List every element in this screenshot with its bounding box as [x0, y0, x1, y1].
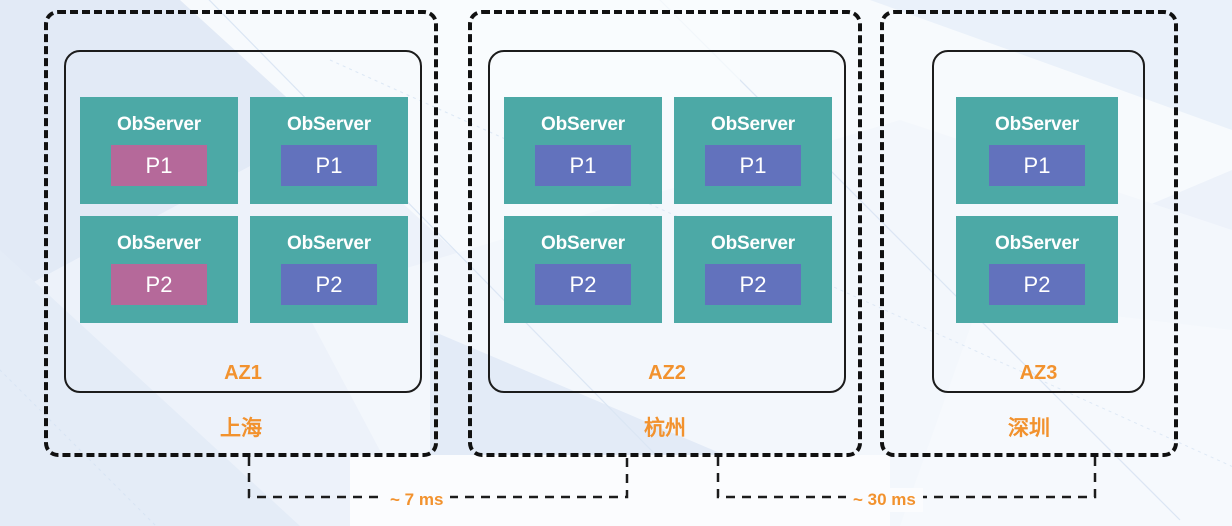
- partition-block[interactable]: P2: [535, 264, 631, 305]
- latency-label-az2-az3: ~ 30 ms: [846, 488, 923, 512]
- observer-node[interactable]: ObServer P2: [80, 216, 238, 323]
- city-label-az3: 深圳: [1008, 417, 1050, 440]
- az-box-az2: [488, 50, 846, 393]
- city-label-az1: 上海: [220, 417, 262, 440]
- observer-node[interactable]: ObServer P1: [504, 97, 662, 204]
- observer-title: ObServer: [287, 114, 371, 135]
- observer-node[interactable]: ObServer P1: [956, 97, 1118, 204]
- partition-block[interactable]: P2: [705, 264, 801, 305]
- region-az1: [44, 10, 438, 457]
- partition-block[interactable]: P1: [705, 145, 801, 186]
- observer-node[interactable]: ObServer P1: [674, 97, 832, 204]
- observer-grid-az2: ObServer P1 ObServer P1 ObServer P2 ObSe…: [504, 97, 832, 323]
- observer-node[interactable]: ObServer P1: [250, 97, 408, 204]
- latency-label-az1-az2: ~ 7 ms: [383, 488, 451, 512]
- az-label-az2: AZ2: [648, 362, 686, 384]
- observer-node[interactable]: ObServer P2: [674, 216, 832, 323]
- partition-block[interactable]: P1: [281, 145, 377, 186]
- observer-title: ObServer: [995, 114, 1079, 135]
- observer-node[interactable]: ObServer P2: [956, 216, 1118, 323]
- observer-grid-az1: ObServer P1 ObServer P1 ObServer P2 ObSe…: [80, 97, 408, 323]
- observer-node[interactable]: ObServer P1: [80, 97, 238, 204]
- observer-title: ObServer: [711, 114, 795, 135]
- observer-node[interactable]: ObServer P2: [250, 216, 408, 323]
- partition-block[interactable]: P1: [111, 145, 207, 186]
- observer-title: ObServer: [995, 233, 1079, 254]
- partition-block[interactable]: P1: [535, 145, 631, 186]
- observer-grid-az3: ObServer P1 ObServer P2: [956, 97, 1118, 323]
- observer-title: ObServer: [117, 233, 201, 254]
- az-label-az1: AZ1: [224, 362, 262, 384]
- partition-block[interactable]: P2: [111, 264, 207, 305]
- observer-title: ObServer: [711, 233, 795, 254]
- observer-title: ObServer: [541, 233, 625, 254]
- city-label-az2: 杭州: [644, 417, 686, 440]
- region-az2: [468, 10, 862, 457]
- partition-block[interactable]: P1: [989, 145, 1085, 186]
- az-box-az1: [64, 50, 422, 393]
- observer-title: ObServer: [287, 233, 371, 254]
- observer-title: ObServer: [117, 114, 201, 135]
- partition-block[interactable]: P2: [989, 264, 1085, 305]
- az-box-az3: [932, 50, 1145, 393]
- partition-block[interactable]: P2: [281, 264, 377, 305]
- observer-title: ObServer: [541, 114, 625, 135]
- az-label-az3: AZ3: [1019, 362, 1058, 384]
- observer-node[interactable]: ObServer P2: [504, 216, 662, 323]
- region-az3: [880, 10, 1178, 457]
